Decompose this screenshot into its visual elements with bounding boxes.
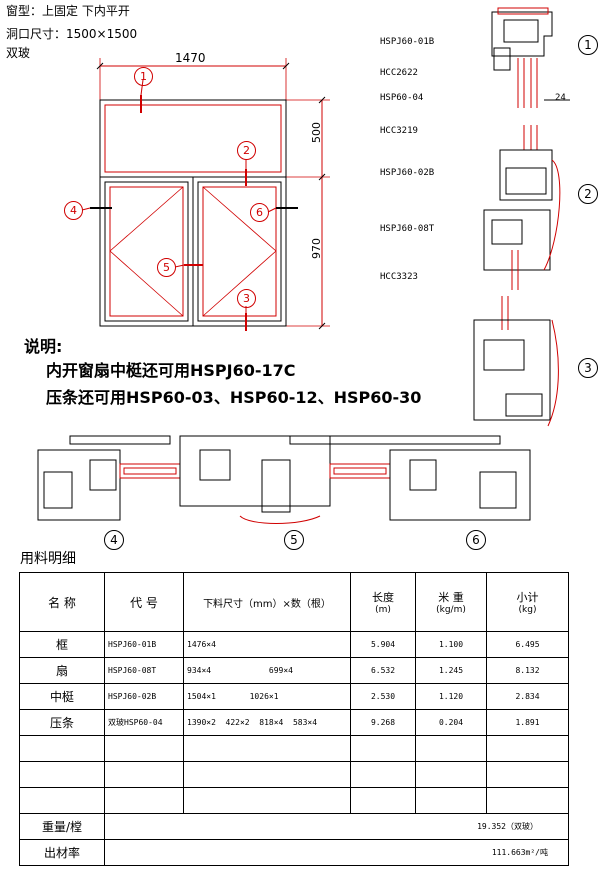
callout-hspj60-02b: HSPJ60-02B [380,168,435,178]
section-marker-6: 6 [250,203,269,222]
callout-hspj60-01b: HSPJ60-01B [380,37,435,47]
width-dimension: 1470 [175,51,206,65]
total-weight-label: 重量/樘 [19,813,105,840]
total-weight-row: 重量/樘 19.352（双玻） [19,813,569,840]
window-elevation-drawing [81,58,330,331]
row-weight: 1.100 [415,631,487,658]
row-name: 中梃 [19,683,105,710]
bom-title: 用料明细 [20,551,76,567]
row-code: 双玻HSP60-04 [104,709,184,736]
glass-type-text: 双玻 [6,46,31,60]
header-weight-unit: (kg/m) [436,605,466,615]
row-weight: 0.204 [415,709,487,736]
header-weight: 米 重(kg/m) [415,572,487,632]
header-cut: 下料尺寸（mm）×数（根） [183,572,351,632]
vertical-section-drawing [473,7,570,427]
row-length: 2.530 [350,683,416,710]
row-subtotal: 6.495 [486,631,569,658]
upper-height-dimension: 500 [310,122,323,143]
horizontal-section-drawing [37,435,531,524]
dimension-24: 24 [555,93,566,103]
row-name: 扇 [19,657,105,684]
row-cut: 1390×2 422×2 818×4 583×4 [183,709,351,736]
section-marker-3: 3 [237,289,256,308]
header-subtotal: 小计(kg) [486,572,569,632]
callout-hcc3219: HCC3219 [380,126,418,136]
row-length: 6.532 [350,657,416,684]
header-length-unit: (m) [375,605,391,615]
section-label-6: 6 [466,530,486,550]
yield-label: 出材率 [19,839,105,866]
bom-header-row: 名 称 代 号 下料尺寸（mm）×数（根） 长度(m) 米 重(kg/m) 小计… [19,572,569,632]
row-name: 框 [19,631,105,658]
callout-hspj60-08t: HSPJ60-08T [380,224,435,234]
table-row: 压条 双玻HSP60-04 1390×2 422×2 818×4 583×4 9… [19,709,569,736]
row-code: HSPJ60-02B [104,683,184,710]
row-length: 9.268 [350,709,416,736]
notes-title: 说明: [24,337,63,356]
section-marker-4: 4 [64,201,83,220]
row-code: HSPJ60-01B [104,631,184,658]
section-marker-5: 5 [157,258,176,277]
callout-hcc3323: HCC3323 [380,272,418,282]
row-length: 5.904 [350,631,416,658]
section-label-5: 5 [284,530,304,550]
table-row: 中梃 HSPJ60-02B 1504×1 1026×1 2.530 1.120 … [19,683,569,710]
lower-height-dimension: 970 [310,238,323,259]
table-row-empty [19,787,569,814]
header-weight-label: 米 重 [438,591,464,604]
section-label-3: 3 [578,358,598,378]
section-marker-2: 2 [237,141,256,160]
callout-hsp60-04: HSP60-04 [380,93,424,103]
row-cut: 934×4 699×4 [183,657,351,684]
section-label-2: 2 [578,184,598,204]
yield-row: 出材率 111.663m²/吨 [19,839,569,866]
window-type-text: 窗型：上固定 下内平开 [6,4,130,18]
bom-table: 名 称 代 号 下料尺寸（mm）×数（根） 长度(m) 米 重(kg/m) 小计… [19,572,569,866]
header-subtotal-label: 小计 [516,591,539,604]
row-cut: 1476×4 [183,631,351,658]
row-name: 压条 [19,709,105,736]
row-subtotal: 8.132 [486,657,569,684]
total-weight-value: 19.352（双玻） [104,813,569,840]
row-subtotal: 1.891 [486,709,569,736]
table-row: 扇 HSPJ60-08T 934×4 699×4 6.532 1.245 8.1… [19,657,569,684]
table-row: 框 HSPJ60-01B 1476×4 5.904 1.100 6.495 [19,631,569,658]
yield-value: 111.663m²/吨 [104,839,569,866]
notes-line-2: 压条还可用HSP60-03、HSP60-12、HSP60-30 [46,388,422,407]
row-weight: 1.120 [415,683,487,710]
callout-hcc2622: HCC2622 [380,68,418,78]
table-row-empty [19,761,569,788]
header-length: 长度(m) [350,572,416,632]
header-length-label: 长度 [372,591,394,604]
notes-line-1: 内开窗扇中梃还可用HSPJ60-17C [46,361,296,380]
table-row-empty [19,735,569,762]
header-subtotal-unit: (kg) [518,605,537,615]
row-cut: 1504×1 1026×1 [183,683,351,710]
row-subtotal: 2.834 [486,683,569,710]
row-weight: 1.245 [415,657,487,684]
opening-size-text: 洞口尺寸：1500×1500 [6,27,138,41]
row-code: HSPJ60-08T [104,657,184,684]
section-label-4: 4 [104,530,124,550]
header-name: 名 称 [19,572,105,632]
section-label-1: 1 [578,35,598,55]
header-code: 代 号 [104,572,184,632]
section-marker-1: 1 [134,67,153,86]
